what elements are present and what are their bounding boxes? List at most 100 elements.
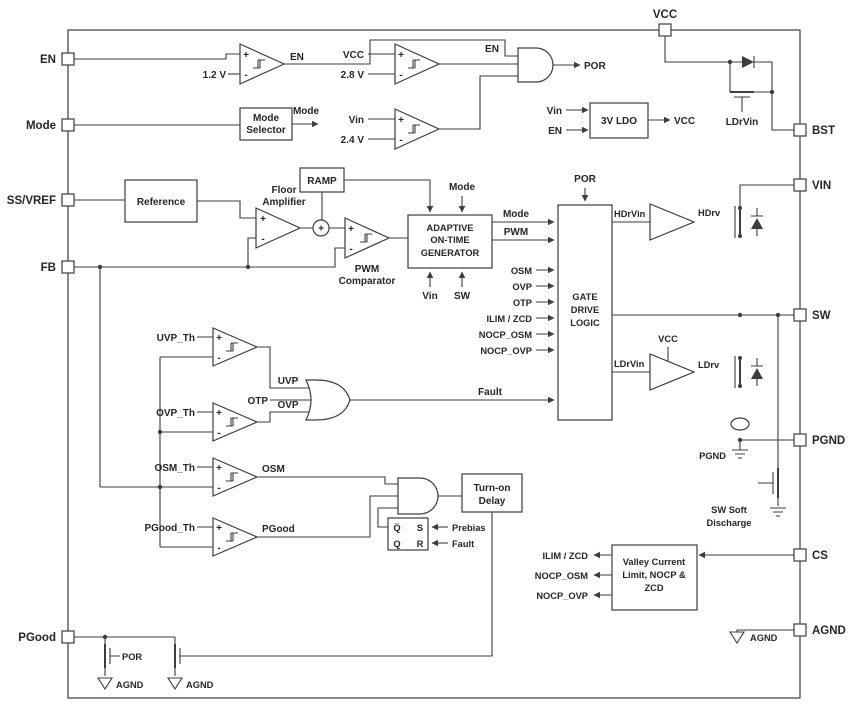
floor-amp-line1: Floor	[272, 185, 297, 196]
pgnd-ground: PGND	[699, 449, 749, 461]
reference-block: Reference	[124, 179, 198, 223]
label-vcc-in: VCC	[343, 50, 364, 61]
minus-sign: -	[399, 70, 402, 81]
label-por-top: POR	[574, 174, 596, 185]
minus-sign: -	[244, 70, 247, 81]
pin-label-pgood: PGood	[18, 632, 56, 644]
osm-comparator: + - OSM_Th OSM	[154, 457, 285, 497]
minus-sign: -	[217, 428, 220, 439]
pin-label-pgnd: PGND	[812, 435, 845, 447]
mode-selector-line2: Selector	[246, 125, 286, 136]
label-en-out: EN	[290, 52, 304, 63]
plus-sign: +	[318, 224, 324, 235]
floor-amp-line2: Amplifier	[262, 197, 305, 208]
gdl-line2: DRIVE	[571, 305, 599, 315]
agnd-ground: AGND	[729, 631, 778, 644]
label-otp-in: OTP	[513, 298, 532, 308]
pin-bst: BST	[793, 123, 835, 137]
label-fault-latch: Fault	[452, 539, 474, 549]
pin-label-agnd: AGND	[812, 625, 846, 637]
gate-drive-logic-block: GATE DRIVE LOGIC POR OSM OVP OTP ILIM / …	[478, 174, 646, 421]
label-pgood-out: PGood	[262, 524, 295, 535]
label-mode-to-gdl: Mode	[503, 209, 530, 220]
label-ldo-vcc-out: VCC	[674, 116, 695, 127]
label-uvp-th: UVP_Th	[157, 333, 195, 344]
label-nocp-ovp-out: NOCP_OVP	[536, 591, 588, 601]
ldo-block: 3V LDO Vin EN VCC	[547, 102, 695, 139]
label-ilim-out: ILIM / ZCD	[543, 551, 589, 561]
ramp-block: RAMP	[299, 167, 345, 193]
label-pgood-th: PGood_Th	[144, 523, 195, 534]
label-osm-out: OSM	[262, 464, 285, 475]
gdl-line3: LOGIC	[570, 318, 600, 328]
pgood-output-stage: POR AGND AGND	[97, 652, 214, 690]
ldrv-driver: LDrv VCC	[649, 334, 720, 391]
label-fault-in: Fault	[478, 387, 503, 398]
summing-node: +	[312, 219, 330, 237]
label-agnd-fet2: AGND	[186, 680, 214, 690]
label-mode-top: Mode	[449, 182, 476, 193]
low-side-fet	[730, 356, 764, 431]
turn-on-delay-block: Turn-on Delay	[461, 473, 523, 513]
label-nocp-osm-out: NOCP_OSM	[535, 571, 588, 581]
latch-q: Q	[393, 539, 400, 549]
pin-sw: SW	[793, 308, 831, 322]
bootstrap-circuit: LDrVin	[726, 56, 759, 128]
pin-cs: CS	[793, 548, 828, 562]
latch-r: R	[417, 539, 424, 549]
pin-label-mode: Mode	[26, 120, 56, 132]
sw-soft-discharge: SW Soft Discharge	[707, 505, 787, 528]
pins: EN Mode SS/VREF FB PGood VCC BST VIN SW …	[7, 9, 846, 644]
swsd-line2: Discharge	[707, 518, 752, 528]
gdl-line1: GATE	[572, 292, 597, 302]
label-osm-in: OSM	[511, 266, 532, 276]
label-ldo-en: EN	[548, 126, 562, 137]
label-vin-in: Vin	[349, 115, 364, 126]
label-en-ref: 1.2 V	[203, 70, 227, 81]
label-pwm-to-gdl: PWM	[504, 227, 528, 238]
vcc-comparator: + - VCC 2.8 V	[341, 43, 441, 85]
label-sw-bottom: SW	[454, 291, 471, 302]
uvp-comparator: + - UVP_Th	[157, 327, 259, 367]
ovp-comparator: + - OVP_Th	[156, 402, 259, 442]
label-agnd-fet1: AGND	[116, 680, 144, 690]
vin-comparator: + - Vin 2.4 V	[341, 108, 441, 150]
pgood-and-gate	[397, 477, 439, 515]
minus-sign: -	[349, 244, 352, 255]
label-ovp: OVP	[277, 400, 298, 411]
label-vin-ref: 2.4 V	[341, 135, 365, 146]
pin-mode: Mode	[26, 118, 75, 132]
label-osm-th: OSM_Th	[154, 463, 195, 474]
pin-fb: FB	[41, 260, 75, 274]
latch-s: S	[417, 523, 423, 533]
plus-sign: +	[348, 224, 354, 235]
wires	[74, 36, 794, 676]
pin-label-fb: FB	[41, 262, 56, 274]
valley-line1: Valley Current	[623, 557, 686, 567]
label-ovp-th: OVP_Th	[156, 408, 195, 419]
valley-line3: ZCD	[644, 583, 663, 593]
minus-sign: -	[217, 543, 220, 554]
hdrv-driver: HDrv	[649, 203, 721, 241]
label-mode-out: Mode	[293, 106, 320, 117]
label-ilim-in: ILIM / ZCD	[487, 314, 533, 324]
arrow-wires	[292, 61, 794, 599]
label-uvp: UVP	[278, 376, 299, 387]
label-bootstrap-gate: LDrVin	[726, 117, 759, 128]
pin-label-vin: VIN	[812, 180, 831, 192]
minus-sign: -	[217, 483, 220, 494]
ramp-label: RAMP	[307, 176, 337, 187]
pwm-comp-line1: PWM	[355, 264, 379, 275]
reference-label: Reference	[137, 197, 186, 208]
mode-selector-line1: Mode	[253, 113, 280, 124]
high-side-fet	[734, 206, 764, 238]
bootstrap-diode-icon	[742, 56, 754, 68]
pin-label-cs: CS	[812, 550, 828, 562]
plus-sign: +	[216, 463, 222, 474]
label-vcc-ref: 2.8 V	[341, 70, 365, 81]
pin-label-en: EN	[40, 54, 56, 66]
label-ovp-in: OVP	[512, 282, 532, 292]
en-comparator: + - 1.2 V EN	[203, 43, 304, 85]
pin-vcc: VCC	[653, 9, 677, 37]
